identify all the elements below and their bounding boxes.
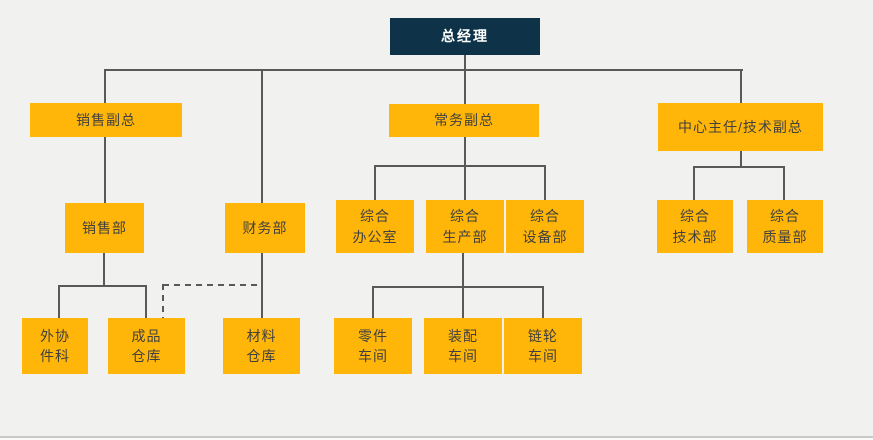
node-material-warehouse[interactable]: 材料 仓库: [223, 318, 300, 374]
connector-line-dashed: [163, 284, 261, 286]
connector-line: [693, 166, 695, 202]
connector-line: [693, 166, 785, 168]
connector-line: [372, 286, 374, 320]
connector-line: [464, 55, 466, 71]
connector-line: [464, 165, 466, 202]
connector-line: [145, 285, 147, 320]
connector-line-dashed: [162, 284, 164, 320]
connector-line: [374, 165, 376, 202]
node-finished-goods-warehouse[interactable]: 成品 仓库: [108, 318, 185, 374]
node-outsourced-parts-section[interactable]: 外协 件科: [22, 318, 88, 374]
node-executive-vp[interactable]: 常务副总: [389, 104, 539, 137]
node-general-office[interactable]: 综合 办公室: [336, 200, 414, 253]
connector-line: [261, 253, 263, 320]
node-general-manager[interactable]: 总经理: [390, 18, 540, 55]
connector-line: [544, 165, 546, 202]
connector-line: [103, 253, 105, 287]
connector-line: [261, 69, 263, 205]
connector-line: [464, 69, 466, 106]
node-parts-workshop[interactable]: 零件 车间: [334, 318, 412, 374]
connector-line: [104, 69, 106, 105]
connector-line: [462, 253, 464, 288]
node-sales-vp[interactable]: 销售副总: [30, 103, 182, 137]
connector-line: [464, 137, 466, 167]
connector-line: [104, 69, 743, 71]
connector-line: [740, 151, 742, 168]
node-sprocket-workshop[interactable]: 链轮 车间: [504, 318, 582, 374]
connector-line: [374, 165, 546, 167]
connector-line: [104, 137, 106, 205]
connector-line: [58, 285, 60, 320]
node-general-technology-dept[interactable]: 综合 技术部: [657, 200, 733, 253]
connector-line: [740, 69, 742, 105]
connector-line: [462, 286, 464, 320]
connector-line: [542, 286, 544, 320]
node-assembly-workshop[interactable]: 装配 车间: [424, 318, 502, 374]
node-general-quality-dept[interactable]: 综合 质量部: [747, 200, 823, 253]
node-general-equipment-dept[interactable]: 综合 设备部: [506, 200, 584, 253]
connector-line: [372, 286, 544, 288]
node-center-director-tech-vp[interactable]: 中心主任/技术副总: [658, 103, 823, 151]
node-finance-dept[interactable]: 财务部: [225, 203, 305, 253]
node-general-production-dept[interactable]: 综合 生产部: [426, 200, 504, 253]
window-bottom-edge: [0, 436, 873, 440]
node-sales-dept[interactable]: 销售部: [65, 203, 144, 253]
connector-line: [58, 285, 147, 287]
connector-line: [783, 166, 785, 202]
